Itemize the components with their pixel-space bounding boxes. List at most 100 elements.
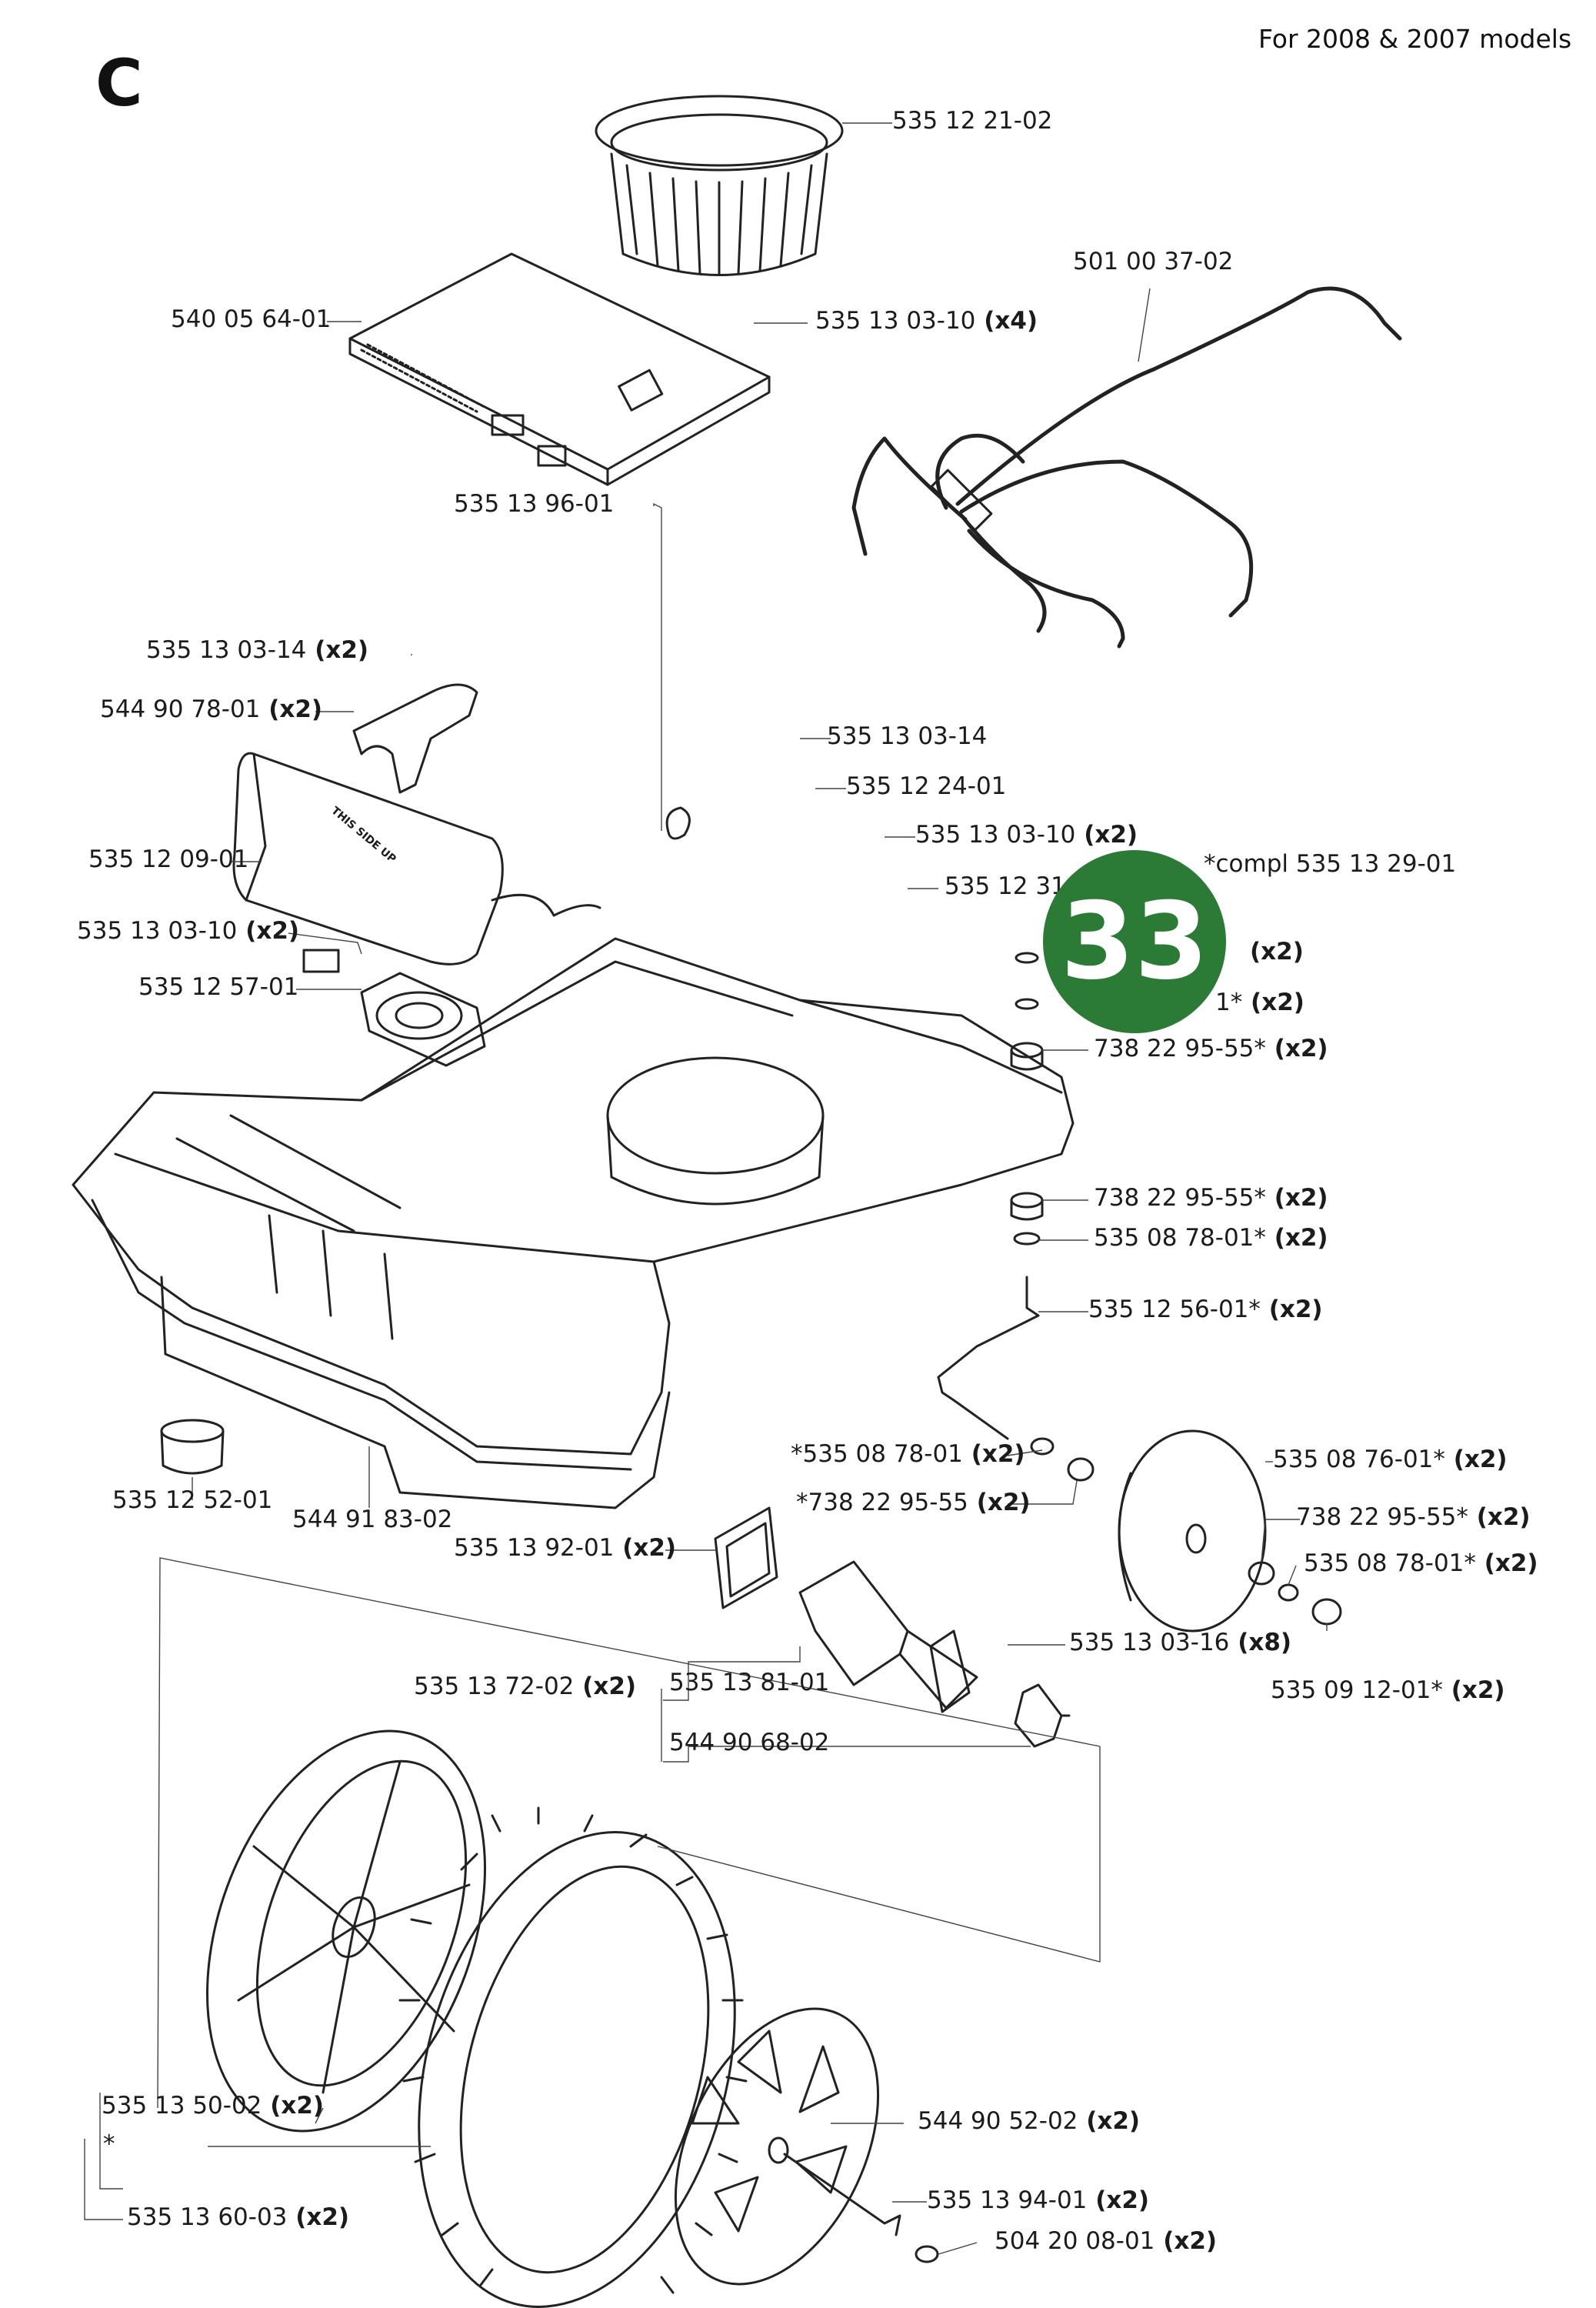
part-number: *compl 535 13 29-01: [1204, 850, 1457, 878]
callout-harness: 501 00 37-02: [1073, 250, 1233, 274]
foot-part: [160, 1419, 225, 1475]
part-quantity: (x2): [237, 917, 300, 945]
part-number: *: [103, 2130, 115, 2158]
part-number: 501 00 37-02: [1073, 248, 1234, 275]
part-number: 535 12 24-01: [846, 772, 1007, 800]
callout-motor: 535 13 81-01: [669, 1671, 829, 1695]
part-number: 535 12 21-02: [892, 107, 1053, 135]
part-number: 504 20 08-01: [995, 2227, 1155, 2255]
callout-board-screw: 535 13 03-10 (x4): [815, 309, 1038, 333]
part-quantity: (x2): [1250, 938, 1304, 966]
wire-harness-part: [851, 286, 1402, 649]
part-quantity: (x2): [1475, 1549, 1538, 1577]
part-number: 535 13 03-10: [915, 821, 1076, 849]
callout-bearing-mid: 738 22 95-55* (x2): [1094, 1186, 1328, 1210]
part-quantity: (x2): [1075, 821, 1138, 849]
part-number: 535 13 72-02: [414, 1673, 575, 1700]
part-quantity: (x2): [1444, 1446, 1508, 1473]
callout-bearing-top: 738 22 95-55* (x2): [1094, 1037, 1328, 1061]
part-number: 535 12 56-01*: [1088, 1296, 1261, 1323]
page-number: 33: [1060, 879, 1209, 1003]
speaker-part: [360, 972, 486, 1067]
part-number: 540 05 64-01: [171, 305, 332, 333]
callout-washer-mid: 535 08 78-01* (x2): [1094, 1226, 1328, 1250]
part-number: 544 90 52-02: [918, 2107, 1078, 2135]
callout-star: *: [103, 2133, 115, 2156]
callout-gasket: 535 13 92-01 (x2): [454, 1536, 676, 1560]
part-number: 535 12 09-01: [88, 845, 249, 873]
part-number: 738 22 95-55*: [1094, 1035, 1266, 1062]
callout-tyre: 535 13 60-03 (x2): [127, 2206, 349, 2230]
part-quantity: (x2): [1260, 1296, 1323, 1323]
part-number: 535 13 94-01: [927, 2186, 1088, 2214]
clip-part: [665, 806, 691, 840]
part-quantity: (x2): [574, 1673, 637, 1700]
battery-marking: THIS SIDE UP: [328, 805, 398, 866]
part-quantity: (x2): [260, 695, 323, 723]
callout-foot: 535 12 52-01: [112, 1489, 272, 1513]
battery-part: [232, 752, 601, 966]
drive-motor-part: [714, 1506, 1071, 1748]
bracket-part: [352, 683, 478, 794]
sensor-part: [302, 949, 340, 973]
callout-washer-top-b: 1* (x2): [1215, 991, 1304, 1015]
callout-bracket-screw: 535 13 03-14 (x2): [146, 639, 368, 662]
part-number: 535 13 03-14: [146, 636, 307, 664]
callout-chassis: 544 91 83-02: [292, 1508, 452, 1532]
part-quantity: (x2): [287, 2203, 350, 2231]
part-number: 544 90 78-01: [100, 695, 261, 723]
callout-clip: 535 13 96-01: [454, 492, 614, 516]
callout-wheel-cover: 544 90 52-02 (x2): [918, 2110, 1140, 2133]
callout-rim: 535 13 50-02 (x2): [102, 2094, 324, 2118]
callout-bearing-axle: *738 22 95-55 (x2): [796, 1491, 1031, 1515]
part-quantity: (x2): [1468, 1503, 1531, 1531]
part-number: 544 90 68-02: [669, 1729, 830, 1756]
part-number: 535 08 78-01*: [1304, 1549, 1476, 1577]
wheel-cover-part: [674, 2007, 939, 2286]
chassis-part: [72, 937, 1075, 1509]
part-number: 535 13 50-02: [102, 2092, 262, 2120]
part-quantity: (x2): [614, 1534, 677, 1562]
callout-bracket: 544 90 78-01 (x2): [100, 698, 322, 722]
tyre-part: [398, 1806, 748, 2308]
part-quantity: (x2): [962, 1440, 1025, 1468]
callout-ring: 535 12 21-02: [892, 109, 1052, 133]
part-quantity: (x2): [306, 636, 369, 664]
callout-plate-screw: 535 13 03-14: [827, 725, 987, 749]
page-number-badge: 33: [1043, 850, 1226, 1033]
part-number: 535 12 57-01: [138, 973, 299, 1001]
part-number: 535 09 12-01*: [1271, 1676, 1443, 1704]
callout-motor-screw: 535 13 03-16 (x8): [1069, 1631, 1291, 1655]
part-quantity: (x2): [262, 2092, 325, 2120]
section-letter: C: [95, 45, 143, 121]
callout-sensor-screw: 535 13 03-10 (x2): [915, 823, 1138, 847]
part-number: 535 13 92-01: [454, 1534, 615, 1562]
wheel-rim-part: [206, 1729, 486, 2133]
part-number: *738 22 95-55: [796, 1489, 968, 1516]
part-quantity: (x4): [975, 307, 1038, 335]
part-quantity: (x2): [1265, 1224, 1328, 1252]
part-number: 535 13 03-14: [827, 722, 988, 750]
part-number: 535 12 52-01: [112, 1486, 273, 1514]
part-number: 535 13 03-16: [1069, 1629, 1230, 1656]
part-number: 535 13 81-01: [669, 1669, 830, 1696]
part-number: 535 08 76-01*: [1273, 1446, 1445, 1473]
callout-speaker-screw: 535 13 03-10 (x2): [77, 919, 299, 943]
part-quantity: (x2): [1087, 2186, 1150, 2214]
part-quantity: (x2): [1078, 2107, 1141, 2135]
callout-board: 540 05 64-01: [171, 308, 331, 332]
callout-washer-top-a: (x2): [1250, 940, 1304, 964]
callout-compl: *compl 535 13 29-01: [1204, 852, 1456, 876]
part-quantity: (x8): [1229, 1629, 1292, 1656]
circuit-board-part: [348, 252, 771, 486]
callout-wheel-screw: 535 13 94-01 (x2): [927, 2189, 1149, 2213]
callout-cap: 504 20 08-01 (x2): [995, 2230, 1217, 2253]
callout-plate: 535 12 24-01: [846, 775, 1006, 799]
models-note: For 2008 & 2007 models: [1258, 24, 1572, 54]
part-number: *535 08 78-01: [791, 1440, 963, 1468]
callout-axle: 535 12 56-01* (x2): [1088, 1298, 1323, 1322]
callout-bearing-wheel: 738 22 95-55* (x2): [1296, 1506, 1531, 1529]
part-number: 738 22 95-55*: [1094, 1184, 1266, 1212]
